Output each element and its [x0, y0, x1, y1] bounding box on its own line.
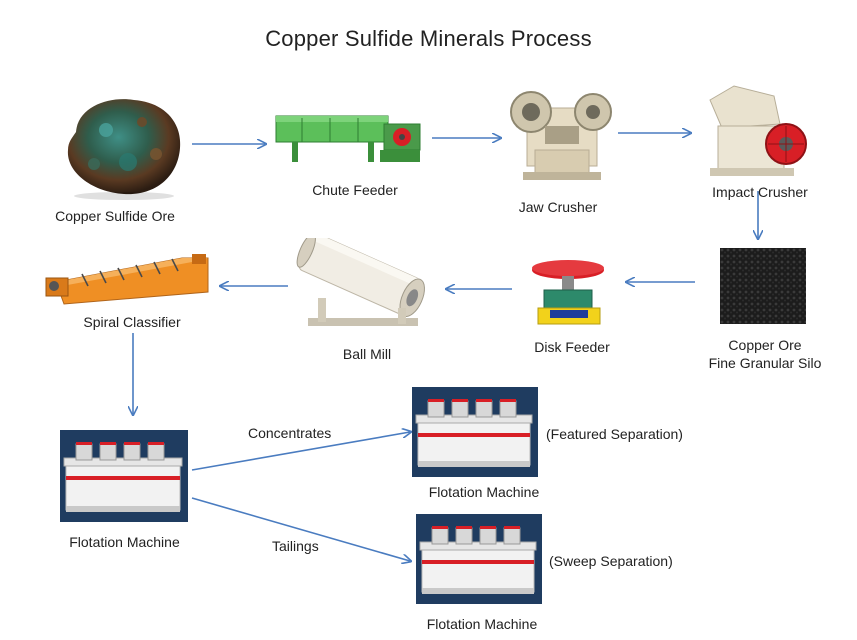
label-disk-feeder: Disk Feeder — [534, 339, 610, 355]
chute-feeder-image — [275, 115, 421, 162]
label-silo-line2: Fine Granular Silo — [708, 355, 822, 371]
label-flotation-sweep: Flotation Machine — [426, 616, 538, 632]
edge-label-concentrates: Concentrates — [248, 425, 332, 441]
arrow-tailings — [191, 497, 410, 561]
label-flotation-featured: Flotation Machine — [428, 484, 540, 500]
ball-mill-image — [296, 238, 425, 326]
label-flotation-main: Flotation Machine — [69, 534, 180, 550]
flotation-sweep-image — [416, 514, 542, 604]
label-impact-crusher: Impact Crusher — [712, 184, 808, 200]
disk-feeder-image — [532, 260, 604, 325]
flotation-featured-image — [412, 387, 538, 477]
spiral-classifier-image — [45, 254, 209, 305]
label-jaw-crusher: Jaw Crusher — [518, 199, 598, 215]
flotation-main-image — [60, 430, 188, 522]
arrow-concentrates — [191, 432, 410, 471]
label-silo-line1: Copper Ore — [728, 337, 802, 353]
label-ball-mill: Ball Mill — [342, 346, 392, 362]
diagram-title: Copper Sulfide Minerals Process — [265, 26, 592, 51]
fine-granular-ore-image — [720, 248, 806, 324]
impact-crusher-image — [709, 85, 807, 176]
copper-ore-image — [67, 99, 181, 200]
note-sweep-separation: (Sweep Separation) — [549, 553, 673, 569]
edge-label-tailings: Tailings — [272, 538, 319, 554]
label-spiral-classifier: Spiral Classifier — [83, 314, 181, 330]
label-copper-sulfide-ore: Copper Sulfide Ore — [55, 208, 175, 224]
label-chute-feeder: Chute Feeder — [312, 182, 398, 198]
jaw-crusher-image — [510, 91, 612, 180]
note-featured-separation: (Featured Separation) — [546, 426, 683, 442]
